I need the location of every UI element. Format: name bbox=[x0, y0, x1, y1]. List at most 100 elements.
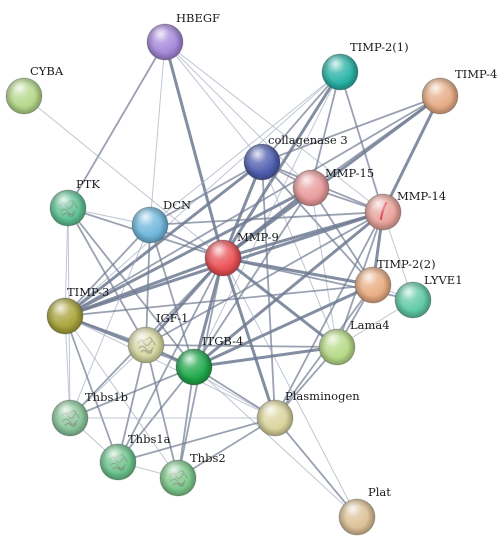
edge-hbegf-coll3 bbox=[164, 41, 263, 163]
node-outline bbox=[292, 169, 330, 207]
node-label: Plat bbox=[368, 485, 391, 499]
node-outline bbox=[338, 498, 376, 536]
node-outline bbox=[318, 328, 356, 366]
node-label: TIMP-4 bbox=[455, 67, 497, 81]
edge-timp4-mmp15 bbox=[310, 95, 441, 189]
node-label: TIMP-2(2) bbox=[377, 257, 436, 271]
node-mmp-9[interactable]: MMP-9 bbox=[204, 230, 279, 277]
edge-coll3-lama4 bbox=[261, 161, 338, 348]
edge-mmp15-timp3 bbox=[63, 186, 313, 318]
edge-hbegf-dcn bbox=[149, 41, 166, 226]
edges-layer bbox=[23, 40, 442, 518]
edge-mmp15-lama4 bbox=[310, 187, 338, 348]
node-lyve1[interactable]: LYVE1 bbox=[394, 273, 463, 319]
edge-mmp14-dcn bbox=[149, 211, 384, 226]
node-highlight bbox=[6, 78, 42, 114]
node-highlight bbox=[319, 329, 355, 365]
node-outline bbox=[49, 189, 87, 227]
node-ptk[interactable]: PTK bbox=[49, 177, 100, 227]
edge-timp2-1-dcn bbox=[149, 71, 341, 226]
node-outline bbox=[51, 399, 89, 437]
edge-mmp9-timp3 bbox=[63, 256, 225, 318]
node-collagenase-3[interactable]: collagenase 3 bbox=[243, 133, 348, 181]
node-highlight bbox=[52, 400, 88, 436]
node-outline bbox=[354, 266, 392, 304]
edge-hbegf-ptk bbox=[67, 41, 166, 209]
edge-itgb4-plat bbox=[193, 366, 358, 518]
edge-timp4-mmp14 bbox=[381, 94, 442, 214]
edge-mmp9-plasminogen bbox=[221, 256, 277, 420]
edge-plasminogen-plat bbox=[274, 417, 358, 518]
node-outline bbox=[175, 348, 213, 386]
node-outline bbox=[364, 193, 402, 231]
node-highlight bbox=[355, 267, 391, 303]
node-label: TIMP-3 bbox=[67, 285, 109, 299]
node-highlight bbox=[422, 78, 458, 114]
node-label: ITGB-4 bbox=[202, 334, 243, 348]
edge-hbegf-mmp14 bbox=[164, 41, 384, 213]
node-itgb-4[interactable]: ITGB-4 bbox=[175, 334, 243, 386]
edge-timp2-1-coll3 bbox=[261, 71, 341, 163]
node-outline bbox=[256, 399, 294, 437]
node-label: Thbs1b bbox=[85, 390, 128, 404]
edge-timp2-1-mmp9 bbox=[221, 70, 342, 260]
node-highlight bbox=[293, 170, 329, 206]
edge-timp2-1-itgb4 bbox=[193, 71, 341, 368]
node-timp-4[interactable]: TIMP-4 bbox=[421, 67, 497, 115]
edge-coll3-dcn bbox=[149, 161, 263, 226]
node-highlight bbox=[176, 349, 212, 385]
edge-mmp9-plat bbox=[222, 257, 358, 518]
node-thbs1b[interactable]: Thbs1b bbox=[51, 390, 128, 437]
node-timp-3[interactable]: TIMP-3 bbox=[46, 285, 109, 335]
node-highlight bbox=[395, 282, 431, 318]
edge-mmp15-timp2-2 bbox=[310, 187, 374, 286]
node-igf-1[interactable]: IGF-1 bbox=[127, 311, 188, 364]
node-highlight bbox=[205, 240, 241, 276]
edge-mmp9-lama4 bbox=[221, 256, 339, 349]
edge-coll3-plasminogen bbox=[261, 161, 276, 419]
edge-thbs1a-plasminogen bbox=[117, 417, 276, 463]
edge-timp3-thbs1a bbox=[64, 315, 119, 463]
node-timp-2-1[interactable]: TIMP-2(1) bbox=[321, 40, 409, 91]
node-plat[interactable]: Plat bbox=[338, 485, 391, 536]
node-label: collagenase 3 bbox=[268, 133, 348, 147]
node-label: Lama4 bbox=[350, 318, 390, 332]
edge-igf1-thbs1a bbox=[117, 344, 147, 463]
node-mmp-14[interactable]: MMP-14 bbox=[364, 189, 446, 231]
edge-timp2-1-timp3 bbox=[64, 71, 341, 317]
node-highlight bbox=[147, 24, 183, 60]
node-label: DCN bbox=[163, 198, 191, 212]
edge-mmp9-thbs1a bbox=[117, 257, 224, 463]
edge-igf1-plasminogen bbox=[145, 344, 276, 419]
edge-ptk-timp3 bbox=[64, 207, 69, 317]
node-highlight bbox=[244, 144, 280, 180]
node-label: CYBA bbox=[30, 64, 64, 78]
edge-ptk-itgb4 bbox=[67, 207, 195, 368]
node-outline bbox=[159, 459, 197, 497]
node-timp-2-2[interactable]: TIMP-2(2) bbox=[354, 257, 436, 304]
node-dcn[interactable]: DCN bbox=[131, 198, 191, 244]
node-label: Thbs2 bbox=[190, 451, 226, 465]
node-mmp-15[interactable]: MMP-15 bbox=[292, 166, 374, 207]
node-highlight bbox=[128, 327, 164, 363]
edge-itgb4-thbs2 bbox=[177, 366, 195, 479]
node-outline bbox=[421, 77, 459, 115]
node-outline bbox=[127, 326, 165, 364]
node-cyba[interactable]: CYBA bbox=[5, 64, 64, 115]
edge-igf1-thbs2 bbox=[145, 344, 179, 479]
edge-dcn-itgb4 bbox=[149, 224, 195, 368]
edge-igf1-lama4 bbox=[145, 344, 338, 348]
edge-hbegf-mmp15 bbox=[164, 41, 312, 189]
edge-mmp9-itgb4 bbox=[192, 256, 225, 369]
node-thbs2[interactable]: Thbs2 bbox=[159, 451, 226, 497]
edge-timp4-coll3 bbox=[261, 95, 441, 163]
node-outline bbox=[243, 143, 281, 181]
edge-mmp14-igf1 bbox=[145, 211, 384, 346]
node-plasminogen[interactable]: Plasminogen bbox=[256, 389, 360, 437]
node-thbs1a[interactable]: Thbs1a bbox=[99, 432, 171, 481]
node-hbegf[interactable]: HBEGF bbox=[146, 11, 220, 61]
node-outline bbox=[99, 443, 137, 481]
edge-itgb4-lama4 bbox=[192, 345, 339, 369]
edge-mmp9-timp2-2 bbox=[221, 256, 375, 287]
node-lama4[interactable]: Lama4 bbox=[318, 318, 390, 366]
